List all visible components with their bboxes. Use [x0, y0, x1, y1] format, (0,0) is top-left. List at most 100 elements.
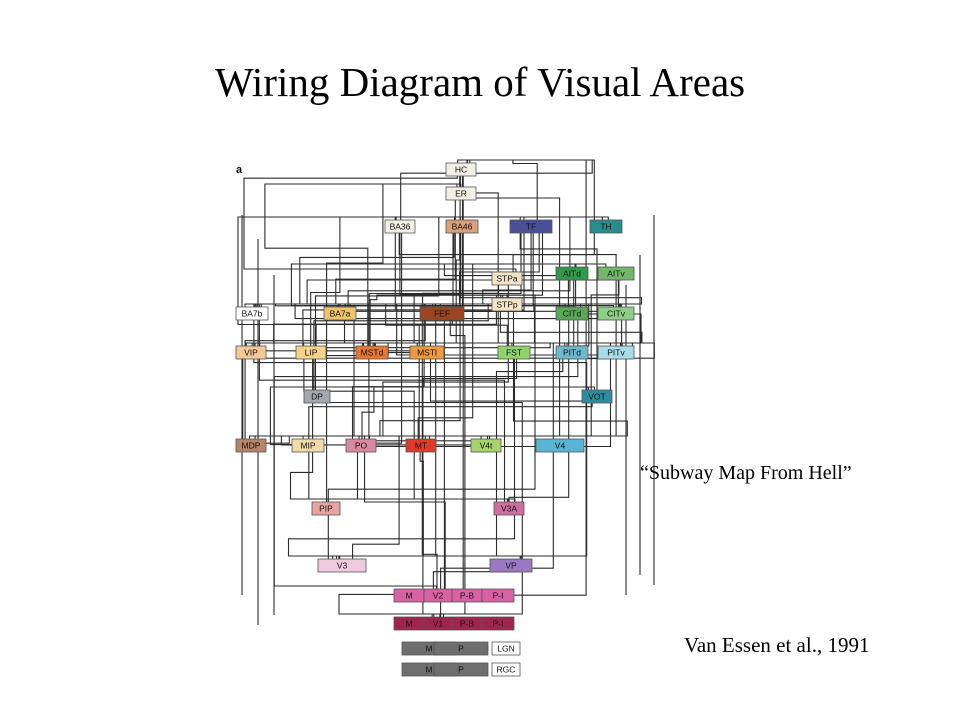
area-label-v4t: V4t [480, 441, 493, 451]
connection-wire [439, 320, 466, 617]
area-label-pitd: PITd [563, 348, 581, 358]
connection-wire [326, 183, 458, 515]
connection-wire [243, 176, 517, 272]
area-label-ba7b: BA7b [242, 309, 263, 319]
area-label-po: PO [355, 441, 368, 451]
area-box-ba7a [323, 306, 357, 321]
connection-wire [254, 342, 436, 359]
connection-wire [347, 216, 609, 320]
area-box-vp [489, 558, 533, 573]
slide-title: Wiring Diagram of Visual Areas [214, 59, 746, 105]
connection-wire [356, 233, 508, 502]
area-label-v4: V4 [555, 441, 566, 451]
area-label-v1-pi: P-I [493, 619, 504, 629]
area-box-vip [235, 345, 267, 360]
area-box-v3a [493, 501, 525, 516]
area-label-dp: DP [311, 392, 323, 402]
area-box-fef [419, 306, 465, 321]
area-label-ba36: BA36 [390, 222, 411, 232]
area-label-aitv: AITv [607, 269, 625, 279]
connection-wire [248, 435, 400, 572]
area-label-rgc-m: M [425, 665, 432, 675]
area-label-lgn: LGN [497, 644, 514, 654]
quote-caption: “Subway Map From Hell” [640, 462, 852, 484]
area-box-stpa [491, 271, 523, 286]
area-box-aitd [555, 266, 589, 281]
area-box-th [589, 219, 623, 234]
area-label-mstl: MSTl [417, 348, 437, 358]
area-label-v3a: V3A [501, 504, 517, 514]
area-label-v2: V2 [433, 591, 444, 601]
area-box-v4t [470, 438, 502, 453]
area-box-citv [597, 306, 635, 321]
area-label-aitd: AITd [563, 269, 581, 279]
connection-wire [335, 359, 564, 559]
area-label-lgn-p: P [458, 644, 464, 654]
area-label-v3: V3 [337, 561, 348, 571]
area-box-fst [497, 345, 531, 360]
area-label-th: TH [600, 222, 611, 232]
area-box-mdp [235, 438, 267, 453]
area-label-v1-m: M [405, 619, 412, 629]
connection-wire [244, 303, 426, 452]
area-box-mstd [355, 345, 389, 360]
area-box-lgn [491, 641, 521, 656]
area-box-lip [295, 345, 327, 360]
area-label-rgc-p: P [458, 665, 464, 675]
connection-wire [499, 311, 643, 346]
area-label-vip: VIP [244, 348, 258, 358]
area-box-tf [509, 219, 553, 234]
area-box-v3 [317, 558, 367, 573]
connection-wire [343, 280, 619, 346]
area-label-tf: TF [526, 222, 536, 232]
area-label-mdp: MDP [242, 441, 261, 451]
area-label-ba7a: BA7a [330, 309, 351, 319]
area-box-pitv [597, 345, 635, 360]
area-box-pip [311, 501, 341, 516]
connection-wire [417, 263, 577, 452]
area-label-stpp: STPp [496, 300, 518, 310]
area-box-aitv [597, 266, 635, 281]
connection-wire [258, 303, 506, 515]
area-box-ba46 [445, 219, 479, 234]
area-box-v1-pi [481, 616, 515, 631]
area-box-lgn-p [433, 641, 489, 656]
area-box-mip [291, 438, 325, 453]
panel-label: a [236, 164, 243, 176]
area-label-lip: LIP [305, 348, 318, 358]
area-label-stpa: STPa [496, 274, 518, 284]
connection-wire [264, 183, 462, 359]
area-box-v4 [535, 438, 585, 453]
area-box-stpp [491, 297, 523, 312]
connection-wire [372, 233, 536, 346]
connection-wire [237, 216, 420, 452]
area-label-ba46: BA46 [452, 222, 473, 232]
connection-wire [338, 176, 464, 617]
area-box-ba36 [384, 219, 416, 234]
area-label-v1-pb: P-B [460, 619, 475, 629]
area-label-v2-m: M [405, 591, 412, 601]
connection-wire [400, 159, 593, 233]
area-box-rgc [491, 662, 521, 677]
connection-wire [313, 359, 523, 617]
area-label-citd: CITd [563, 309, 582, 319]
area-box-er [445, 186, 477, 201]
connection-wire [428, 311, 628, 439]
area-box-dp [303, 389, 331, 404]
area-box-v2-pi [481, 588, 515, 603]
area-label-er: ER [455, 189, 467, 199]
area-label-fef: FEF [434, 309, 450, 319]
area-label-mt: MT [415, 441, 427, 451]
area-label-rgc: RGC [497, 665, 516, 675]
area-box-rgc-p [433, 662, 489, 677]
connection-wire [303, 233, 461, 346]
connection-wire [508, 303, 621, 515]
connection-wire [275, 176, 464, 307]
area-box-mstl [409, 345, 445, 360]
area-label-vp: VP [505, 561, 517, 571]
area-box-citd [555, 306, 589, 321]
connection-wire [339, 303, 425, 452]
area-label-mstd: MSTd [361, 348, 384, 358]
